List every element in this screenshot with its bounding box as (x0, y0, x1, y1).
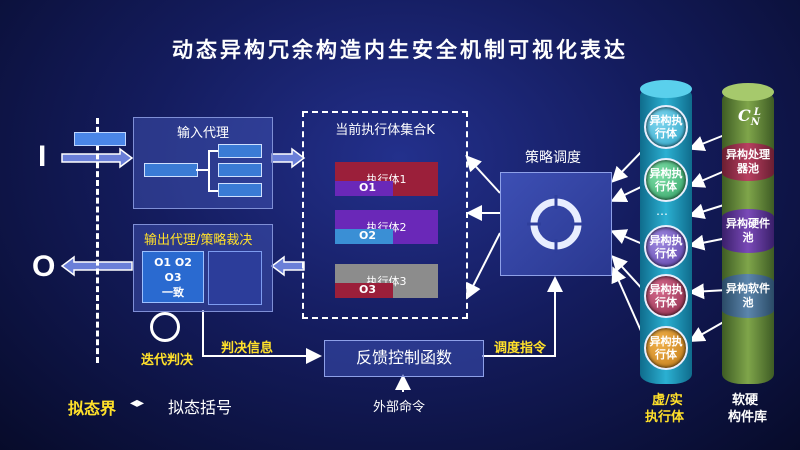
component-library-label-1: 软硬 (732, 393, 759, 408)
proxy-bracket (208, 150, 220, 192)
mimic-boundary-line (96, 118, 99, 363)
cn-subscript: N (750, 117, 760, 129)
output-label: O (32, 250, 56, 283)
processor-pool: 异构处理器池 (722, 143, 774, 181)
input-label: I (38, 140, 47, 173)
mimic-world-label: 拟态界 (68, 399, 117, 418)
executor-3: 执行体3 O3 (335, 264, 438, 298)
executor-ball-5: 异构执行体 (644, 326, 688, 370)
input-proxy-box: 输入代理 (133, 117, 273, 209)
executor-pool-label-1: 虚/实 (652, 393, 683, 408)
page-title: 动态异构冗余构造内生安全机制可视化表达 (172, 38, 628, 62)
executor-pool-label-2: 执行体 (645, 410, 685, 425)
strategy-box (500, 172, 612, 276)
executor-2: 执行体2 O2 (335, 210, 438, 244)
executor-1-output: O1 (335, 181, 393, 196)
vote-result-line-3: 一致 (162, 286, 184, 299)
output-proxy-box: 输出代理/策略裁决 O1 O2 O3 一致 (133, 224, 273, 312)
executor-ball-4: 异构执行体 (644, 274, 688, 318)
iterative-ring (150, 312, 180, 342)
vote-result-line-1: O1 O2 (154, 256, 192, 269)
vote-result-box: O1 O2 O3 一致 (142, 251, 204, 303)
input-marker-bar (74, 132, 126, 146)
mimic-bracket-label: 拟态括号 (168, 398, 233, 417)
schedule-command-label: 调度指令 (494, 341, 547, 356)
vote-result-line-2: O3 (164, 271, 182, 284)
proxy-branch-3 (218, 183, 262, 197)
kset-to-output-arrow (270, 255, 305, 277)
cn-base: C (738, 106, 751, 125)
feedback-control-box: 反馈控制函数 (324, 340, 484, 377)
software-pool: 异构软件池 (722, 274, 774, 318)
output-proxy-label: 输出代理/策略裁决 (144, 233, 253, 248)
proxy-to-kset-arrow (271, 147, 306, 169)
cn-superscript: L (753, 106, 761, 118)
external-command-label: 外部命令 (373, 400, 426, 415)
executor-ball-1: 异构执行体 (644, 105, 688, 149)
component-library-top (722, 83, 774, 101)
iterative-judge-label: 迭代判决 (141, 353, 194, 368)
component-library-label-2: 构件库 (728, 410, 768, 425)
executor-set-k: 当前执行体集合K (302, 111, 468, 319)
executor-ball-3: 异构执行体 (644, 225, 688, 269)
legend-double-arrow: ◂▸ (130, 395, 145, 411)
executor-pool-top (640, 80, 692, 98)
executor-1: 执行体1 O1 (335, 162, 438, 196)
hardware-pool: 异构硬件池 (722, 209, 774, 253)
executor-set-label: 当前执行体集合K (335, 123, 435, 138)
strategy-label: 策略调度 (525, 150, 581, 166)
cycle-icon (527, 195, 585, 253)
proxy-branch-1 (218, 144, 262, 158)
executor-ball-2: 异构执行体 (644, 158, 688, 202)
proxy-source-bar (144, 163, 198, 177)
cn-formula: CNL (738, 106, 767, 128)
executor-3-output: O3 (335, 283, 393, 298)
executor-2-output: O2 (335, 229, 393, 244)
input-proxy-label: 输入代理 (176, 126, 229, 141)
proxy-branch-2 (218, 163, 262, 177)
proxy-connector (196, 169, 208, 171)
executor-ellipsis: … (656, 204, 668, 218)
judge-info-label: 判决信息 (221, 341, 274, 356)
vote-panel (208, 251, 262, 305)
